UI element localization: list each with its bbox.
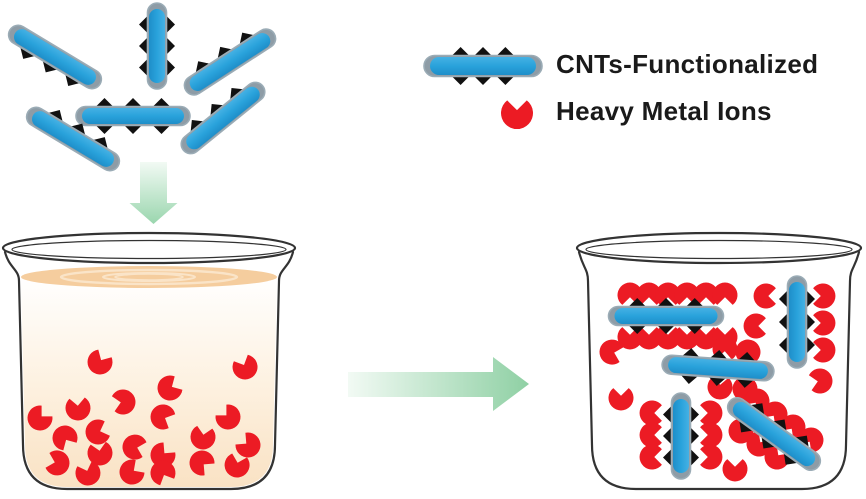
metal-ion — [744, 388, 770, 414]
metal-ion — [45, 450, 70, 476]
metal-ion — [636, 282, 662, 305]
metal-ion — [122, 434, 147, 460]
metal-ion — [655, 282, 681, 305]
metal-ion — [674, 327, 700, 350]
cnt-rod-surface — [673, 399, 689, 473]
metal-ion — [722, 459, 748, 482]
metal-ion — [75, 461, 101, 486]
metal-ion — [190, 425, 216, 450]
down-arrow-shape — [129, 162, 178, 224]
beaker-rim — [575, 231, 863, 265]
cnt-rod-surface — [789, 282, 805, 362]
metal-ion — [85, 419, 110, 445]
metal-ion — [150, 404, 176, 430]
cnt-rod — [25, 106, 121, 172]
metal-ion — [639, 422, 662, 448]
metal-ion — [780, 414, 806, 440]
cnt-rod-surface — [668, 357, 768, 379]
cnt-rod-surface — [149, 9, 165, 83]
beaker-body-outline — [577, 250, 861, 491]
down-arrow — [129, 162, 178, 224]
cnt-rod-surface — [614, 308, 718, 324]
liquid-ripple — [114, 273, 184, 281]
metal-ion — [87, 441, 113, 466]
cnt-rod — [139, 2, 175, 90]
liquid-ripple — [102, 272, 196, 282]
metal-ion — [639, 444, 662, 470]
metal-ion — [764, 444, 790, 470]
metal-ion — [700, 422, 723, 448]
metal-ion — [189, 450, 215, 476]
metal-ion — [119, 459, 145, 485]
metal-ion — [636, 327, 662, 350]
cnt-rod — [180, 81, 266, 155]
metal-ion — [700, 444, 723, 470]
metal-ion — [674, 282, 700, 305]
cnt-rod — [7, 24, 103, 90]
metal-ion — [87, 349, 113, 375]
cnt-rod — [779, 275, 815, 369]
cnt-rod-surface — [732, 401, 816, 467]
metal-ion — [111, 389, 136, 415]
metal-ion — [215, 404, 241, 430]
metal-ion — [150, 460, 176, 486]
transform-arrow-shape — [348, 357, 529, 411]
metal-ion — [655, 327, 681, 350]
cnt-rod-surface — [430, 57, 536, 75]
metal-ion — [501, 100, 533, 130]
metal-ion — [235, 432, 261, 458]
beaker-rim-inner — [11, 239, 287, 260]
beaker-rim-inner — [585, 239, 853, 260]
metal-ion — [639, 400, 662, 426]
cnt-rod — [661, 348, 775, 388]
metal-ion — [813, 310, 836, 336]
cnt-rod-surface — [189, 33, 271, 91]
legend-label-heavy-metal-ions: Heavy Metal Ions — [556, 96, 772, 126]
cnt-rod — [607, 298, 725, 334]
metal-ion — [150, 442, 176, 468]
liquid-ripple — [59, 268, 239, 286]
metal-ion — [813, 337, 836, 363]
cnt-rod — [726, 396, 822, 472]
metal-ion — [608, 388, 634, 411]
metal-ion — [232, 354, 258, 380]
metal-ion — [27, 405, 53, 431]
metal-ion — [65, 397, 91, 421]
metal-ion — [224, 453, 250, 478]
cnt-rod-surface — [82, 108, 184, 124]
cnt-rod — [75, 98, 191, 134]
metal-ion — [693, 327, 719, 350]
metal-ion — [743, 313, 766, 339]
metal-ion — [599, 339, 624, 365]
metal-ion — [798, 427, 824, 453]
cnt-rod — [423, 47, 543, 85]
cnt-rod — [663, 392, 699, 480]
metal-ion — [157, 375, 183, 401]
cnt-rod-surface — [13, 29, 97, 85]
metal-ion — [808, 368, 833, 394]
legend-label-cnts-functionalized: CNTs-Functionalized — [556, 49, 819, 79]
metal-ion — [52, 425, 78, 451]
left-beaker — [1, 231, 297, 491]
beaker-rim — [1, 231, 297, 265]
beaker-body-outline — [3, 250, 295, 491]
cnt-cluster — [7, 2, 277, 172]
metal-ion — [746, 431, 772, 457]
metal-ion — [693, 282, 719, 305]
legend-icons — [423, 47, 543, 130]
transform-arrow — [348, 357, 529, 411]
right-beaker — [575, 231, 863, 491]
metal-ion — [813, 283, 836, 309]
metal-ion — [712, 282, 738, 305]
metal-ion — [700, 400, 723, 426]
cnt-rod-surface — [186, 86, 260, 150]
cnt-rod-surface — [31, 111, 115, 167]
cnt-rod — [183, 28, 277, 96]
metal-ion — [753, 283, 776, 309]
